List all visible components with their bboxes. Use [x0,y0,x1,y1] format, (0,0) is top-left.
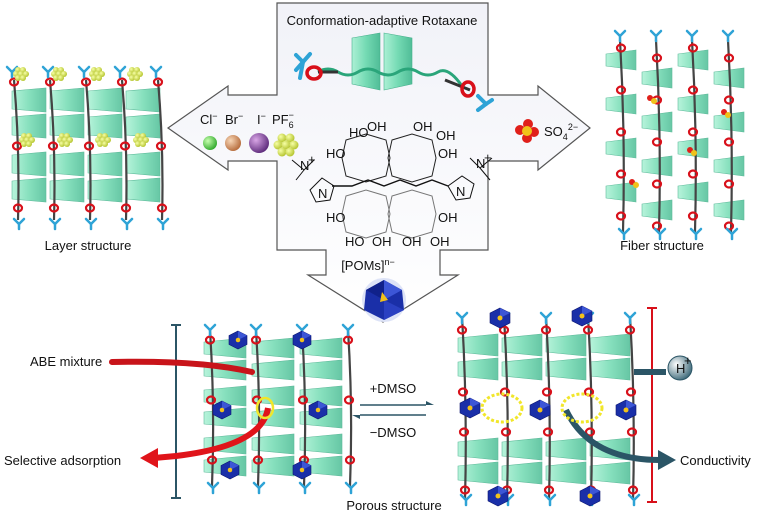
conductivity-arrowhead [658,450,676,470]
porous-structure-left-illustration [203,323,358,495]
proton-h-text: H [676,361,685,376]
chem-oh-2: OH [413,119,433,134]
pore-highlight-left [255,396,275,420]
chem-labels: N + N + N N HO OH OH OH HO OH HO OH HO O… [300,119,492,249]
chem-ho-2: HO [326,146,346,161]
chem-plus-right: + [484,150,492,165]
chem-oh-4: OH [438,146,458,161]
selective-adsorption-arrowhead [140,448,158,468]
panel-title: Conformation-adaptive Rotaxane [287,13,478,28]
right-bracket [647,307,657,503]
anion-cl: Cl− [200,111,218,127]
chem-oh-5: OH [438,210,458,225]
halide-anion-labels: Cl− Br− I− PF6− [200,110,299,157]
anion-so4: SO42− [544,122,578,142]
porous-structure-label: Porous structure [346,498,441,513]
pom-label: [POMs]n− [341,257,395,273]
chem-ho-3: HO [326,210,346,225]
conductivity-label: Conductivity [680,453,751,468]
selective-adsorption-label: Selective adsorption [4,453,121,468]
chem-n-plus-right: N [476,156,485,171]
chem-ho-1: HO [349,125,369,140]
porous-structure-right-illustration [455,305,641,507]
chem-oh-7: OH [402,234,422,249]
chem-oh-8: OH [430,234,450,249]
chem-oh-6: OH [372,234,392,249]
iodide-ball-icon [249,133,269,153]
dmso-equilibrium-arrows: +DMSO −DMSO [352,381,434,440]
central-panel [166,2,591,323]
rotaxane-cartoon [294,32,494,112]
chem-n-1: N [318,186,327,201]
pf6-cluster-icon [273,133,299,157]
bromide-ball-icon [225,135,241,151]
chloride-ball-icon [203,136,217,150]
minus-dmso-label: −DMSO [370,425,417,440]
chem-n-2: N [456,184,465,199]
abe-inflow-arrow [109,358,255,375]
layer-structure-illustration [5,65,170,231]
plus-dmso-label: +DMSO [370,381,417,396]
proton-plus-text: + [684,353,692,368]
sulfate-anion: SO42− [515,119,578,143]
fiber-structure-illustration [605,29,745,241]
chem-oh-1: OH [367,119,387,134]
rotaxane-chemical-structure [291,133,493,239]
left-bracket [171,324,181,499]
chem-ho-4: HO [345,234,365,249]
layer-structure-label: Layer structure [45,238,132,253]
proton-icon: H + [634,353,693,381]
anion-br: Br− [225,111,243,127]
anion-i: I− [257,111,266,127]
anion-pf6: PF6− [272,110,294,130]
pom-cluster-icon [362,278,406,322]
pore-highlight-right-2 [560,392,604,424]
chem-oh-3: OH [436,128,456,143]
pore-highlight-right-1 [480,392,524,424]
abe-mixture-label: ABE mixture [30,354,102,369]
sulfate-molecule-icon [515,119,539,143]
chem-plus-left: + [308,152,316,167]
fiber-structure-label: Fiber structure [620,238,704,253]
chem-n-plus-left: N [300,158,309,173]
